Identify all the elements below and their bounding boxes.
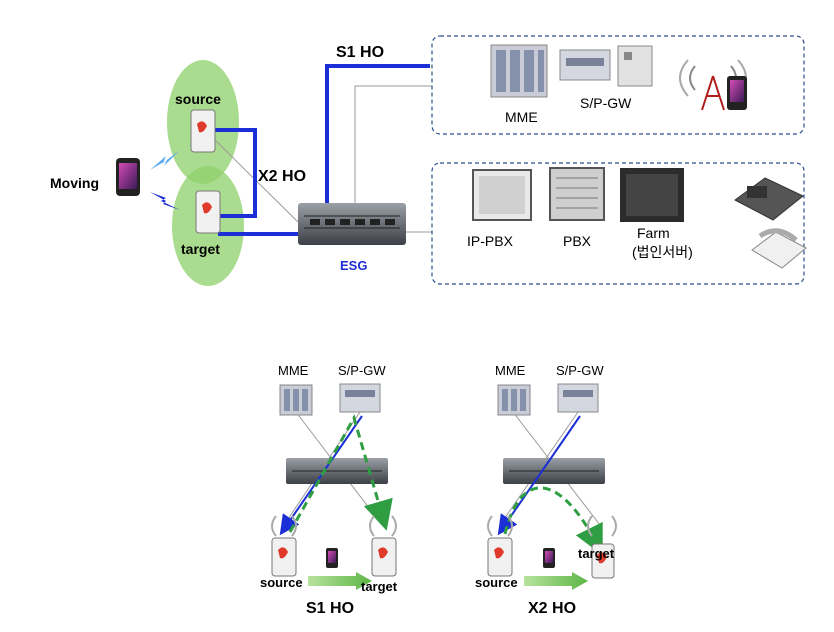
s1-source-label: source (260, 575, 303, 590)
x2-spgw-label: S/P-GW (556, 363, 604, 378)
s1-green-path (288, 414, 393, 533)
spgw-server-icon (557, 383, 599, 413)
phone-icon (326, 548, 338, 568)
pbx-icon (549, 167, 605, 221)
esg-server-icon (503, 458, 605, 484)
source-enb-icon (271, 537, 297, 577)
mme-label: MME (505, 109, 538, 125)
move-arrow-icon (524, 572, 588, 590)
x2-ho-label: X2 HO (258, 168, 306, 185)
mme-server-icon (497, 384, 531, 416)
x2-caption: X2 HO (528, 600, 576, 617)
esg-server-icon (298, 203, 406, 245)
esg-server-icon (286, 458, 388, 484)
spgw-label: S/P-GW (580, 95, 632, 111)
spgw-server-icon (559, 45, 653, 87)
x2-target-label: target (578, 546, 615, 561)
pbx-label: PBX (563, 233, 592, 249)
s1-mme-label: MME (278, 363, 309, 378)
source-antenna-icon (487, 515, 513, 537)
desk-phone-icon (734, 177, 804, 221)
source-enb-icon (487, 537, 513, 577)
esg-label: ESG (340, 258, 367, 273)
s1-caption: S1 HO (306, 600, 354, 617)
farm-sub-label: (법인서버) (632, 244, 693, 260)
wireless-bolt-icon (150, 192, 180, 210)
x2-ho-diagram (487, 383, 617, 590)
ippbx-label: IP-PBX (467, 233, 514, 249)
core-network-box (431, 35, 805, 135)
x2-source-label: source (475, 575, 518, 590)
x2-signal-path (497, 415, 581, 536)
spgw-server-icon (339, 383, 381, 413)
core-phone-icon (727, 76, 747, 110)
target-enb-icon (371, 537, 397, 577)
source-antenna-icon (271, 515, 297, 537)
target-antenna-icon (369, 515, 397, 537)
phone-icon (543, 548, 555, 568)
s1-spgw-label: S/P-GW (338, 363, 386, 378)
enterprise-box (431, 162, 805, 285)
mme-server-icon (490, 44, 548, 98)
target-antenna-icon (587, 515, 617, 537)
source-label: source (175, 91, 221, 107)
moving-phone-icon (116, 158, 140, 196)
landline-phone-icon (751, 228, 807, 269)
mme-server-icon (279, 384, 313, 416)
farm-label: Farm (637, 225, 670, 241)
target-enb-icon (195, 190, 221, 234)
ippbx-icon (472, 169, 532, 221)
farm-server-icon (620, 168, 684, 222)
s1-target-label: target (361, 579, 398, 594)
s1-ho-diagram (271, 383, 397, 590)
target-label: target (181, 241, 220, 257)
source-enb-icon (190, 109, 216, 153)
x2-mme-label: MME (495, 363, 526, 378)
s1-ho-label: S1 HO (336, 44, 384, 61)
wireless-bolt-icon (150, 150, 180, 170)
target-enb-icon (591, 543, 615, 579)
x2-green-path (503, 486, 603, 556)
moving-label: Moving (50, 175, 99, 191)
move-arrow-icon (308, 572, 372, 590)
